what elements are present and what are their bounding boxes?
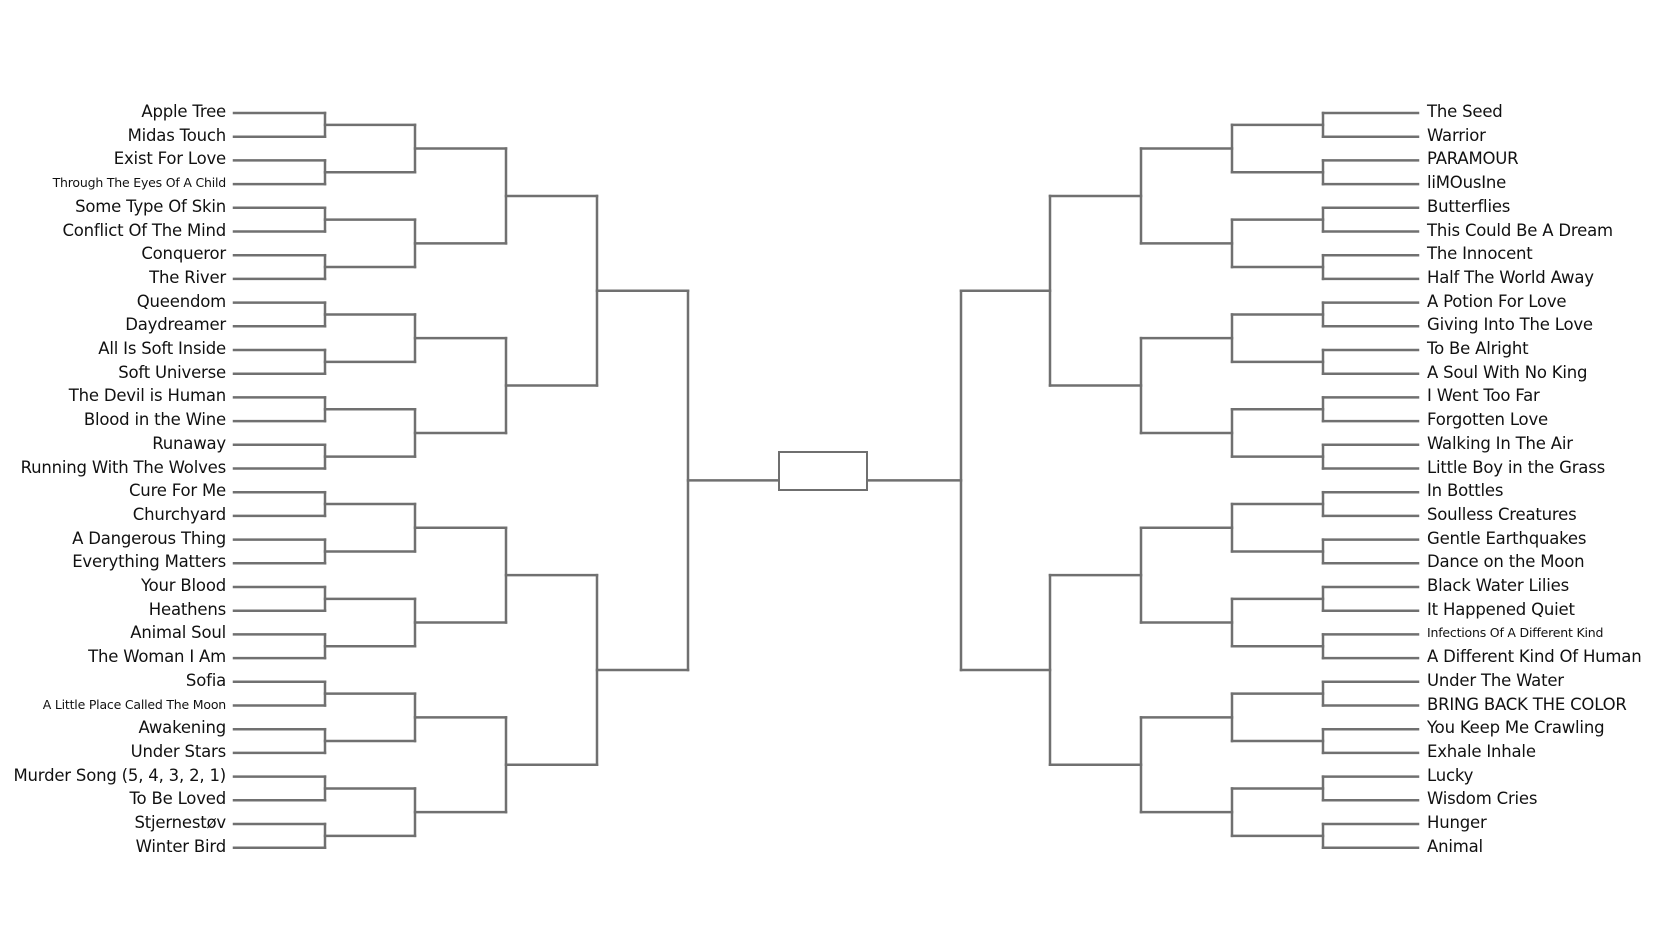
left-entry-label: Conqueror — [141, 244, 226, 264]
left-entry-label: The Devil is Human — [68, 386, 227, 406]
left-entry-label: The Woman I Am — [88, 647, 226, 667]
left-entry-label: Midas Touch — [127, 125, 227, 145]
left-entry-label: Your Blood — [140, 576, 226, 595]
left-entry-label: A Dangerous Thing — [72, 528, 226, 548]
right-entry-label: The Innocent — [1427, 244, 1533, 264]
right-entry-label: A Different Kind Of Human — [1427, 647, 1642, 667]
right-entry-label: liMOusIne — [1427, 173, 1507, 193]
left-entry-label: Soft Universe — [118, 362, 226, 382]
right-entry-label: A Soul With No King — [1427, 362, 1588, 382]
right-entry-label: Forgotten Love — [1427, 410, 1548, 430]
right-entry-label: Dance on the Moon — [1427, 552, 1585, 572]
right-entry-label: The Seed — [1427, 102, 1503, 121]
left-entry-label: To Be Loved — [129, 789, 226, 809]
left-entry-label: Running With The Wolves — [20, 457, 227, 477]
right-entry-label: PARAMOUR — [1427, 149, 1519, 169]
left-entry-label: Through The Eyes Of A Child — [52, 175, 227, 191]
left-entry-label: A Little Place Called The Moon — [42, 696, 226, 712]
left-entry-label: Cure For Me — [128, 481, 226, 501]
right-entry-label: You Keep Me Crawling — [1427, 718, 1605, 738]
right-entry-label: Soulless Creatures — [1427, 504, 1577, 524]
right-entry-label: BRING BACK THE COLOR — [1427, 694, 1627, 714]
right-entry-label: Black Water Lilies — [1427, 576, 1569, 595]
left-entry-label: Daydreamer — [125, 315, 226, 335]
left-entry-label: Churchyard — [132, 504, 226, 524]
left-entry-label: Some Type Of Skin — [75, 196, 226, 216]
right-entry-label: It Happened Quiet — [1427, 599, 1575, 619]
left-entry-label: Everything Matters — [72, 552, 226, 572]
right-entry-label: Animal — [1427, 836, 1483, 856]
left-entry-label: Queendom — [136, 291, 226, 311]
right-entry-label: Walking In The Air — [1427, 433, 1573, 453]
right-entry-label: To Be Alright — [1427, 339, 1529, 358]
left-entry-label: Awakening — [138, 718, 226, 738]
right-entry-label: Lucky — [1427, 765, 1474, 785]
left-entry-label: Under Stars — [130, 741, 227, 761]
left-entry-label: Murder Song (5, 4, 3, 2, 1) — [13, 765, 226, 785]
left-entry-label: Conflict Of The Mind — [62, 220, 226, 240]
final-match-box — [778, 451, 868, 491]
left-entry-label: Runaway — [152, 433, 226, 453]
left-entry-label: Heathens — [148, 599, 226, 619]
right-entry-label: I Went Too Far — [1427, 386, 1540, 406]
right-entry-label: Infections Of A Different Kind — [1427, 625, 1604, 641]
left-entry-label: Winter Bird — [135, 836, 227, 856]
right-entry-label: Little Boy in the Grass — [1427, 457, 1606, 477]
right-entry-label: Hunger — [1427, 813, 1487, 832]
left-entry-label: The River — [149, 267, 226, 287]
right-entry-label: Under The Water — [1427, 670, 1564, 690]
left-entry-label: Sofia — [185, 670, 226, 690]
left-entry-label: All Is Soft Inside — [98, 339, 226, 358]
left-entry-label: Stjernestøv — [134, 813, 226, 832]
right-entry-label: In Bottles — [1427, 481, 1504, 501]
right-entry-label: Warrior — [1427, 125, 1486, 145]
right-entry-label: This Could Be A Dream — [1427, 220, 1613, 240]
right-entry-label: Half The World Away — [1427, 267, 1594, 287]
right-entry-label: Giving Into The Love — [1427, 315, 1593, 335]
right-entry-label: Butterflies — [1427, 196, 1511, 216]
left-entry-label: Animal Soul — [130, 623, 226, 643]
left-entry-label: Exist For Love — [113, 149, 226, 169]
right-entry-label: Gentle Earthquakes — [1427, 528, 1587, 548]
right-entry-label: Wisdom Cries — [1427, 789, 1538, 809]
right-entry-label: A Potion For Love — [1427, 291, 1567, 311]
left-entry-label: Apple Tree — [141, 102, 226, 121]
right-entry-label: Exhale Inhale — [1427, 741, 1536, 761]
left-entry-label: Blood in the Wine — [83, 410, 226, 430]
